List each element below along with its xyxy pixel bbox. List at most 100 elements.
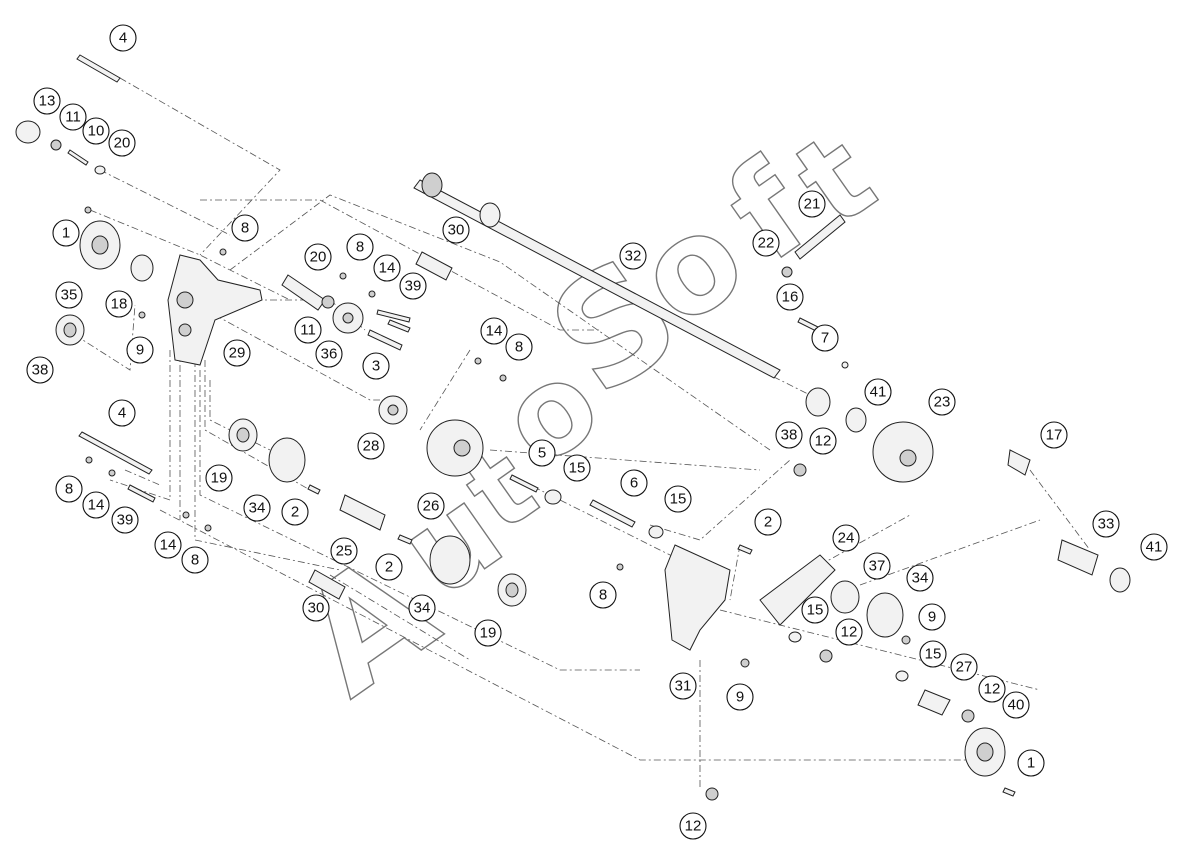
callout-34: 34 bbox=[906, 564, 934, 592]
callout-1: 1 bbox=[52, 219, 80, 247]
svg-text:3: 3 bbox=[372, 358, 380, 375]
callout-7: 7 bbox=[811, 324, 839, 352]
callout-15: 15 bbox=[919, 640, 947, 668]
plate-part bbox=[664, 544, 731, 651]
svg-text:14: 14 bbox=[486, 323, 503, 340]
svg-text:8: 8 bbox=[191, 552, 199, 569]
callout-9: 9 bbox=[126, 336, 154, 364]
svg-text:9: 9 bbox=[136, 342, 144, 359]
svg-text:14: 14 bbox=[88, 497, 105, 514]
svg-text:19: 19 bbox=[480, 625, 497, 642]
callout-8: 8 bbox=[231, 214, 259, 242]
callout-38: 38 bbox=[26, 356, 54, 384]
svg-text:39: 39 bbox=[405, 278, 422, 295]
svg-text:20: 20 bbox=[310, 249, 327, 266]
callout-30: 30 bbox=[302, 594, 330, 622]
svg-text:22: 22 bbox=[758, 235, 775, 252]
svg-text:12: 12 bbox=[815, 433, 832, 450]
shaft-part bbox=[413, 179, 781, 379]
svg-text:41: 41 bbox=[870, 384, 887, 401]
callout-38: 38 bbox=[775, 421, 803, 449]
callout-10: 10 bbox=[82, 117, 110, 145]
svg-text:29: 29 bbox=[229, 345, 246, 362]
callout-15: 15 bbox=[563, 454, 591, 482]
callout-12: 12 bbox=[679, 812, 707, 840]
callout-17: 17 bbox=[1040, 421, 1068, 449]
callout-4: 4 bbox=[108, 399, 136, 427]
svg-text:36: 36 bbox=[321, 346, 338, 363]
svg-text:4: 4 bbox=[118, 405, 126, 422]
svg-text:11: 11 bbox=[65, 109, 81, 126]
callout-25: 25 bbox=[330, 537, 358, 565]
svg-text:33: 33 bbox=[1098, 516, 1115, 533]
callout-32: 32 bbox=[619, 242, 647, 270]
callout-14: 14 bbox=[82, 491, 110, 519]
callout-24: 24 bbox=[832, 524, 860, 552]
callout-11: 11 bbox=[294, 316, 322, 344]
callout-34: 34 bbox=[243, 494, 271, 522]
callout-8: 8 bbox=[55, 475, 83, 503]
callout-40: 40 bbox=[1002, 691, 1030, 719]
callout-27: 27 bbox=[950, 653, 978, 681]
callout-2: 2 bbox=[375, 553, 403, 581]
svg-text:18: 18 bbox=[111, 296, 128, 313]
svg-text:23: 23 bbox=[934, 394, 951, 411]
callout-37: 37 bbox=[863, 552, 891, 580]
svg-text:13: 13 bbox=[39, 93, 56, 110]
svg-text:1: 1 bbox=[62, 225, 70, 242]
callout-14: 14 bbox=[480, 317, 508, 345]
svg-text:5: 5 bbox=[538, 445, 546, 462]
callout-33: 33 bbox=[1092, 510, 1120, 538]
svg-text:11: 11 bbox=[300, 322, 316, 339]
callout-4: 4 bbox=[109, 24, 137, 52]
callout-9: 9 bbox=[918, 603, 946, 631]
plate-part bbox=[167, 254, 263, 366]
svg-text:34: 34 bbox=[249, 500, 266, 517]
svg-text:31: 31 bbox=[675, 678, 692, 695]
svg-text:32: 32 bbox=[625, 248, 642, 265]
svg-text:41: 41 bbox=[1146, 539, 1163, 556]
svg-text:30: 30 bbox=[448, 222, 465, 239]
callout-14: 14 bbox=[373, 254, 401, 282]
svg-text:27: 27 bbox=[956, 659, 973, 676]
callout-1: 1 bbox=[1017, 749, 1045, 777]
callout-30: 30 bbox=[442, 216, 470, 244]
callout-19: 19 bbox=[474, 619, 502, 647]
callout-5: 5 bbox=[528, 439, 556, 467]
callout-6: 6 bbox=[620, 469, 648, 497]
svg-text:14: 14 bbox=[160, 537, 177, 554]
svg-text:9: 9 bbox=[736, 689, 744, 706]
svg-text:10: 10 bbox=[88, 123, 105, 140]
cap-part bbox=[15, 120, 41, 144]
callout-20: 20 bbox=[108, 129, 136, 157]
callout-12: 12 bbox=[809, 427, 837, 455]
callout-13: 13 bbox=[33, 87, 61, 115]
callout-9: 9 bbox=[726, 683, 754, 711]
svg-text:16: 16 bbox=[782, 289, 799, 306]
svg-text:14: 14 bbox=[379, 260, 396, 277]
parts bbox=[15, 54, 1131, 801]
callout-8: 8 bbox=[181, 546, 209, 574]
svg-text:21: 21 bbox=[804, 196, 821, 213]
callout-15: 15 bbox=[664, 485, 692, 513]
svg-text:38: 38 bbox=[781, 427, 798, 444]
svg-text:15: 15 bbox=[925, 646, 942, 663]
svg-text:6: 6 bbox=[630, 475, 638, 492]
svg-text:8: 8 bbox=[241, 220, 249, 237]
callout-2: 2 bbox=[754, 508, 782, 536]
svg-text:35: 35 bbox=[61, 287, 78, 304]
svg-text:24: 24 bbox=[838, 530, 855, 547]
svg-text:19: 19 bbox=[211, 470, 228, 487]
callout-16: 16 bbox=[776, 283, 804, 311]
callout-36: 36 bbox=[315, 340, 343, 368]
svg-text:2: 2 bbox=[764, 514, 772, 531]
callout-12: 12 bbox=[978, 675, 1006, 703]
callout-15: 15 bbox=[801, 596, 829, 624]
bolt-part bbox=[78, 431, 153, 475]
callout-20: 20 bbox=[304, 243, 332, 271]
callout-34: 34 bbox=[408, 594, 436, 622]
callout-12: 12 bbox=[835, 618, 863, 646]
svg-text:28: 28 bbox=[363, 438, 380, 455]
callout-2: 2 bbox=[281, 498, 309, 526]
